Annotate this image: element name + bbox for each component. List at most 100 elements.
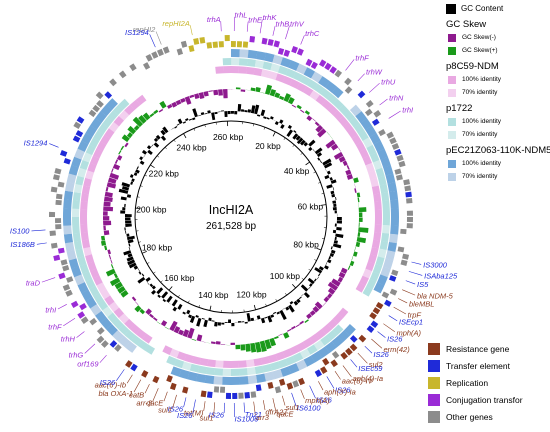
p1722-ring-segment	[89, 285, 100, 297]
gc-content-bar	[124, 227, 126, 231]
gc-content-bar	[127, 253, 133, 258]
gc-content-bar	[330, 190, 335, 195]
gene-block-other	[96, 100, 104, 108]
legend-pec21-70: 70% identity	[446, 170, 550, 183]
p1722-ring-segment	[377, 248, 387, 259]
gc-content-bar	[127, 259, 136, 266]
p1722-ring-segment	[377, 175, 387, 186]
p8c59-ring-segment	[327, 318, 338, 330]
gene-block-other	[395, 174, 403, 181]
label-leader	[155, 31, 162, 45]
gc-skew-bar	[127, 125, 137, 135]
gc-skew-bar	[358, 207, 367, 213]
gc-content-bar	[162, 298, 167, 303]
gc-skew-bar	[278, 333, 283, 336]
transfer-swatch	[428, 359, 440, 372]
p8c59-ring-segment	[89, 268, 100, 279]
legend-gc-skew-pos: GC Skew(+)	[446, 44, 550, 57]
gc-content-bar	[328, 256, 332, 260]
gene-block-transfer	[130, 363, 138, 372]
gc-content-bar	[120, 196, 127, 201]
p1722-ring-segment	[107, 312, 119, 324]
gc-skew-bar	[269, 337, 277, 347]
gc-skew-bar	[103, 201, 111, 207]
p1722-ring-segment	[254, 365, 265, 375]
gc-skew-bar	[187, 327, 195, 339]
gene-block-conjugation	[277, 47, 285, 55]
gc-content-bar	[153, 137, 159, 143]
gc-content-bar	[296, 137, 304, 145]
gene-block-conjugation	[249, 35, 256, 43]
gene-block-other	[397, 246, 405, 253]
gene-block-resistance	[322, 357, 330, 366]
gc-skew-bar	[105, 186, 109, 192]
gc-content-bar	[125, 220, 132, 224]
gene-label: IS5	[417, 280, 429, 289]
gene-block-other	[365, 100, 374, 108]
gene-label: mph(A)	[396, 328, 421, 337]
gc-skew-bar	[107, 177, 117, 184]
label-leader	[116, 369, 125, 382]
p1722-ring-segment	[358, 130, 369, 142]
gc-content-bar	[246, 312, 251, 322]
tick-mark	[253, 304, 256, 310]
p1722-ring-segment	[118, 324, 130, 336]
gc-content-bar	[308, 139, 316, 147]
gc-content-bar	[204, 112, 208, 115]
p1722-ring-segment	[343, 110, 355, 122]
gc-skew-bar	[306, 115, 313, 122]
p1722-ring-segment	[85, 144, 96, 156]
label-leader	[272, 398, 277, 412]
gc-skew-bar	[299, 320, 305, 325]
gc-skew-bar	[132, 116, 144, 128]
gc-content-bar	[168, 302, 172, 305]
p1722-ring-segment	[379, 183, 389, 194]
gene-label: ISEcp1	[399, 317, 423, 326]
gc-skew-bar	[342, 160, 348, 166]
minor-tick	[144, 174, 148, 177]
gc-content-bar	[332, 200, 337, 204]
gene-block-replication	[224, 35, 230, 42]
pec21-ring-segment	[377, 274, 388, 286]
p1722-ring-segment	[97, 123, 109, 135]
p1722-ring-segment	[93, 292, 104, 304]
p8c59-ring-segment	[268, 353, 278, 363]
gc-content-bar	[129, 174, 134, 178]
gc-content-bar	[254, 319, 258, 321]
p8c59-ring-segment	[253, 67, 263, 77]
gc-skew-bar	[120, 145, 125, 151]
minor-tick	[265, 303, 267, 307]
gc-skew-bar	[108, 254, 112, 260]
gc-skew-bar	[218, 89, 223, 96]
minor-tick	[198, 305, 200, 308]
gc-skew-bar	[118, 150, 122, 155]
p8c59-ring-segment	[374, 224, 382, 233]
p8c59-ring-segment	[365, 162, 375, 173]
p8c59-ring-segment	[275, 73, 286, 83]
gene-block-replication	[218, 41, 224, 48]
pec21-ring-segment	[311, 71, 323, 83]
gc-skew-bar	[114, 159, 119, 164]
minor-tick	[193, 128, 196, 131]
p1722-ring-segment	[97, 299, 109, 311]
gc-content-bar	[231, 111, 234, 114]
gene-label: IS26	[316, 396, 332, 405]
gene-block-other	[96, 327, 105, 335]
gc-skew-bar	[169, 320, 178, 332]
gene-block-other	[404, 185, 412, 192]
gc-content-bar	[260, 317, 266, 324]
gc-skew-bar	[104, 245, 108, 251]
gene-block-transfer	[59, 150, 68, 157]
gc-skew-bar	[306, 313, 312, 319]
p1722-ring-segment	[369, 271, 380, 282]
gene-label: trhK	[263, 13, 278, 22]
p1722-ring-segment	[382, 208, 390, 218]
gc-skew-bar	[113, 273, 118, 279]
p8c59-ring-segment	[370, 177, 379, 188]
gc-content-bar	[300, 139, 306, 146]
gc-skew-bar	[194, 93, 200, 100]
minor-tick	[318, 182, 321, 184]
gene-block-resistance	[345, 347, 353, 356]
gc-content-bar	[332, 229, 337, 234]
gene-block-other	[100, 340, 109, 348]
